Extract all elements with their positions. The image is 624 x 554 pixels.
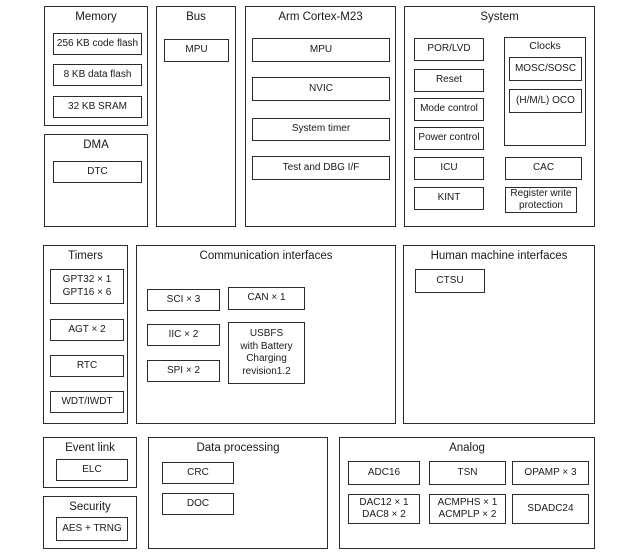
cortex-mpu-box: MPU bbox=[252, 38, 390, 62]
comm-section: Communication interfaces SCI × 3 IIC × 2… bbox=[136, 245, 396, 424]
crc-box: CRC bbox=[162, 462, 234, 484]
clocks-title: Clocks bbox=[529, 40, 561, 52]
reset-box: Reset bbox=[414, 69, 484, 92]
agt-box: AGT × 2 bbox=[50, 319, 124, 341]
analog-title: Analog bbox=[449, 442, 485, 454]
can-box: CAN × 1 bbox=[228, 287, 305, 310]
test-dbg-box: Test and DBG I/F bbox=[252, 156, 390, 180]
code-flash-box: 256 KB code flash bbox=[53, 33, 142, 55]
cortex-section: Arm Cortex-M23 MPU NVIC System timer Tes… bbox=[245, 6, 396, 227]
elc-box: ELC bbox=[56, 459, 128, 481]
security-section: Security AES + TRNG bbox=[43, 496, 137, 549]
dma-section: DMA DTC bbox=[44, 134, 148, 227]
por-lvd-box: POR/LVD bbox=[414, 38, 484, 61]
system-title: System bbox=[480, 11, 519, 23]
sram-box: 32 KB SRAM bbox=[53, 96, 142, 118]
timers-section: Timers GPT32 × 1 GPT16 × 6 AGT × 2 RTC W… bbox=[43, 245, 128, 424]
adc16-box: ADC16 bbox=[348, 461, 420, 485]
event-link-title: Event link bbox=[65, 442, 115, 454]
nvic-box: NVIC bbox=[252, 77, 390, 101]
analog-section: Analog ADC16 TSN OPAMP × 3 DAC12 × 1 DAC… bbox=[339, 437, 595, 549]
power-control-box: Power control bbox=[414, 127, 484, 150]
system-section: System POR/LVD Reset Mode control Power … bbox=[404, 6, 595, 227]
spi-box: SPI × 2 bbox=[147, 360, 220, 382]
data-processing-title: Data processing bbox=[196, 442, 280, 454]
opamp-box: OPAMP × 3 bbox=[512, 461, 589, 485]
doc-box: DOC bbox=[162, 493, 234, 515]
data-flash-box: 8 KB data flash bbox=[53, 64, 142, 86]
usbfs-box: USBFS with Battery Charging revision1.2 bbox=[228, 322, 305, 384]
dtc-box: DTC bbox=[53, 161, 142, 183]
bus-mpu-box: MPU bbox=[164, 39, 229, 62]
dma-title: DMA bbox=[83, 139, 109, 151]
tsn-box: TSN bbox=[429, 461, 506, 485]
security-title: Security bbox=[69, 501, 111, 513]
wdt-iwdt-box: WDT/IWDT bbox=[50, 391, 124, 413]
mosc-sosc-box: MOSC/SOSC bbox=[509, 57, 582, 81]
rtc-box: RTC bbox=[50, 355, 124, 377]
ctsu-box: CTSU bbox=[415, 269, 485, 293]
memory-title: Memory bbox=[75, 11, 117, 23]
iic-box: IIC × 2 bbox=[147, 324, 220, 346]
comm-title: Communication interfaces bbox=[199, 250, 333, 262]
dac-box: DAC12 × 1 DAC8 × 2 bbox=[348, 494, 420, 524]
system-timer-box: System timer bbox=[252, 118, 390, 141]
hmi-title: Human machine interfaces bbox=[430, 250, 568, 262]
bus-section: Bus MPU bbox=[156, 6, 236, 227]
acmp-box: ACMPHS × 1 ACMPLP × 2 bbox=[429, 494, 506, 524]
memory-section: Memory 256 KB code flash 8 KB data flash… bbox=[44, 6, 148, 126]
data-processing-section: Data processing CRC DOC bbox=[148, 437, 328, 549]
event-link-section: Event link ELC bbox=[43, 437, 137, 488]
oco-box: (H/M/L) OCO bbox=[509, 89, 582, 113]
clocks-subsection: Clocks MOSC/SOSC (H/M/L) OCO bbox=[504, 37, 586, 146]
sci-box: SCI × 3 bbox=[147, 289, 220, 311]
kint-box: KINT bbox=[414, 187, 484, 210]
bus-title: Bus bbox=[186, 11, 206, 23]
sdadc24-box: SDADC24 bbox=[512, 494, 589, 524]
cac-box: CAC bbox=[505, 157, 582, 180]
gpt-box: GPT32 × 1 GPT16 × 6 bbox=[50, 269, 124, 304]
mode-control-box: Mode control bbox=[414, 98, 484, 121]
icu-box: ICU bbox=[414, 157, 484, 180]
register-write-protection-box: Register write protection bbox=[505, 187, 577, 213]
aes-trng-box: AES + TRNG bbox=[56, 517, 128, 541]
hmi-section: Human machine interfaces CTSU bbox=[403, 245, 595, 424]
cortex-title: Arm Cortex-M23 bbox=[278, 11, 363, 23]
timers-title: Timers bbox=[68, 250, 103, 262]
